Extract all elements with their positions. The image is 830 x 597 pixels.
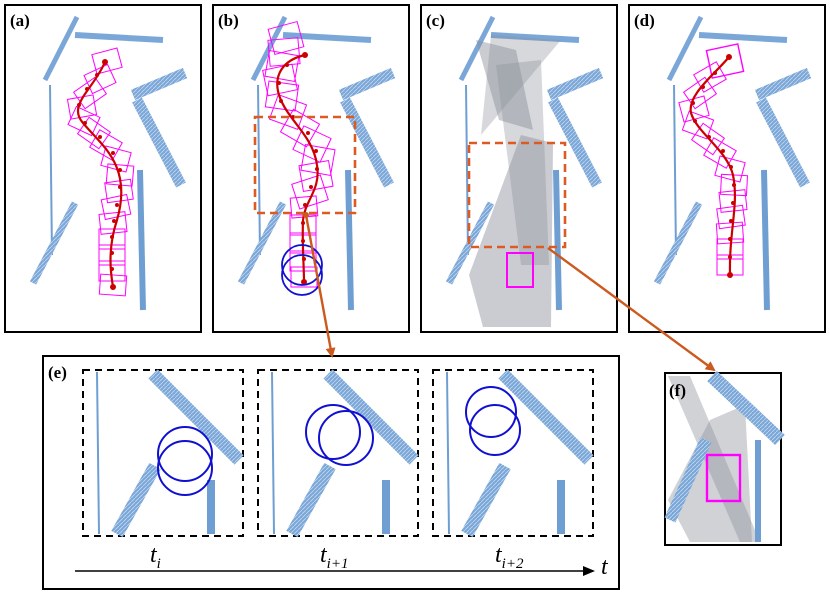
callout-anchor	[303, 212, 309, 218]
frame-border	[257, 369, 419, 537]
zoom-callout-box	[467, 141, 567, 249]
collision-circle	[157, 426, 213, 482]
panel-c-scene	[449, 17, 601, 327]
frame-label-t-i: ti	[150, 542, 161, 572]
wall-lower	[111, 462, 161, 538]
collision-circles	[281, 244, 323, 296]
robot-footprint	[705, 453, 742, 503]
wall-lower	[286, 462, 336, 538]
robot-footprint	[506, 252, 534, 288]
wall-diagonal	[148, 369, 244, 465]
collision-circle	[157, 440, 213, 496]
frame-t-i-plus-1	[257, 369, 419, 538]
panel-e-label: (e)	[48, 363, 67, 382]
panel-f-scene	[664, 370, 785, 542]
panel-c: (c)	[420, 4, 618, 333]
collision-circle	[305, 404, 361, 460]
frame-t-i	[82, 369, 244, 538]
planned-trajectory	[689, 54, 736, 278]
collision-circle	[465, 386, 517, 438]
panel-d-scene	[657, 17, 809, 310]
panel-f-frame	[664, 372, 782, 546]
panel-b-scene	[241, 17, 393, 310]
wall-diagonal	[707, 370, 785, 446]
frame-t-i-plus-2	[432, 369, 594, 538]
panel-f: (f)	[664, 370, 785, 546]
collision-circle	[318, 410, 374, 466]
wall-thin	[96, 371, 100, 535]
panel-b-label: (b)	[218, 11, 239, 30]
wall-diagonal	[498, 369, 594, 465]
visibility-cone	[668, 405, 752, 542]
panel-a: (a)	[4, 4, 202, 333]
wall-lower	[461, 462, 511, 538]
callout-arrow-c-to-f	[547, 247, 716, 372]
frame-label-t-i-plus-1: ti+1	[320, 542, 348, 572]
panel-f-label: (f)	[669, 381, 686, 400]
frame-border	[432, 369, 594, 537]
time-axis-label: t	[601, 554, 609, 580]
zoom-callout-box	[253, 115, 357, 215]
panel-c-label: (c)	[426, 11, 445, 30]
collision-circle	[469, 404, 521, 456]
panel-e: (e)	[42, 355, 620, 590]
wall-diagonal	[323, 369, 419, 465]
panel-a-label: (a)	[10, 11, 30, 30]
planned-trajectory	[276, 52, 319, 285]
panel-d-label: (d)	[634, 11, 655, 30]
panel-b: (b)	[212, 4, 410, 333]
wall-thin	[446, 371, 450, 535]
panel-d: (d)	[628, 4, 826, 333]
wall-thin	[271, 371, 275, 535]
frame-label-t-i-plus-2: ti+2	[495, 542, 524, 572]
wall-lower	[664, 437, 712, 523]
callout-arrow-b-to-e	[304, 214, 336, 358]
